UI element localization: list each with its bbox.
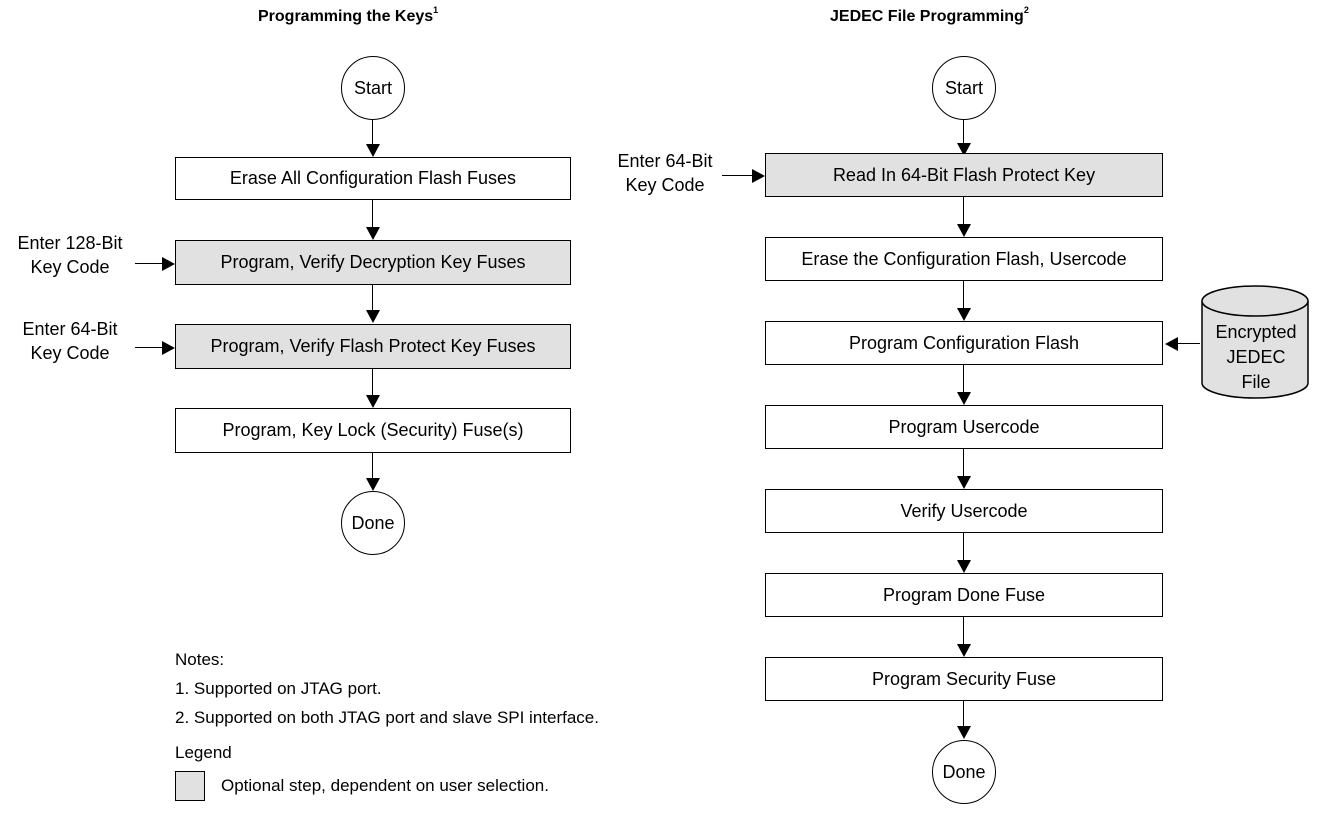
connector [963,701,964,728]
connector [372,285,373,313]
arrow-down-icon [366,395,380,408]
arrow-down-icon [957,644,971,657]
step-key-lock-security-fuses: Program, Key Lock (Security) Fuse(s) [175,408,571,453]
step-erase-config-fuses: Erase All Configuration Flash Fuses [175,157,571,200]
arrow-down-icon [957,224,971,237]
encrypted-jedec-file-icon [1201,285,1309,399]
step-program-config-flash: Program Configuration Flash [765,321,1163,365]
step-program-security-fuse: Program Security Fuse [765,657,1163,701]
connector [963,449,964,478]
arrow-down-icon [366,310,380,323]
left-flow-title: Programming the Keys1 [258,4,439,25]
arrow-left-icon [1165,337,1178,351]
note-1: 1. Supported on JTAG port. [175,679,382,698]
arrow-down-icon [366,144,380,157]
arrow-right-icon [752,169,765,183]
arrow-down-icon [366,227,380,240]
step-verify-usercode: Verify Usercode [765,489,1163,533]
connector [963,120,964,147]
connector [722,175,754,176]
connector [372,369,373,397]
arrow-down-icon [957,392,971,405]
step-verify-flash-protect-key-fuses: Program, Verify Flash Protect Key Fuses [175,324,571,369]
legend-optional-label: Optional step, dependent on user selecti… [221,776,549,795]
connector [135,263,165,264]
arrow-down-icon [957,726,971,739]
arrow-down-icon [957,560,971,573]
connector [963,365,964,394]
step-program-done-fuse: Program Done Fuse [765,573,1163,617]
arrow-down-icon [957,143,971,156]
legend-heading: Legend [175,743,232,762]
right-done-terminal: Done [932,740,996,804]
arrow-down-icon [366,478,380,491]
connector [135,347,165,348]
legend-optional-swatch [175,771,205,801]
connector [372,120,373,147]
step-erase-config-flash-usercode: Erase the Configuration Flash, Usercode [765,237,1163,281]
step-program-usercode: Program Usercode [765,405,1163,449]
connector [963,533,964,562]
arrow-down-icon [957,476,971,489]
connector [1176,343,1200,344]
connector [963,617,964,646]
arrow-right-icon [162,341,175,355]
arrow-right-icon [162,257,175,271]
connector [372,200,373,229]
step-verify-decryption-key-fuses: Program, Verify Decryption Key Fuses [175,240,571,285]
arrow-down-icon [957,308,971,321]
left-start-terminal: Start [341,56,405,120]
right-flow-title: JEDEC File Programming2 [830,4,1029,25]
right-start-terminal: Start [932,56,996,120]
connector [963,281,964,310]
connector [372,453,373,480]
note-2: 2. Supported on both JTAG port and slave… [175,708,599,727]
notes-heading: Notes: [175,650,225,669]
connector [963,197,964,226]
step-read-flash-protect-key: Read In 64-Bit Flash Protect Key [765,153,1163,197]
left-done-terminal: Done [341,491,405,555]
